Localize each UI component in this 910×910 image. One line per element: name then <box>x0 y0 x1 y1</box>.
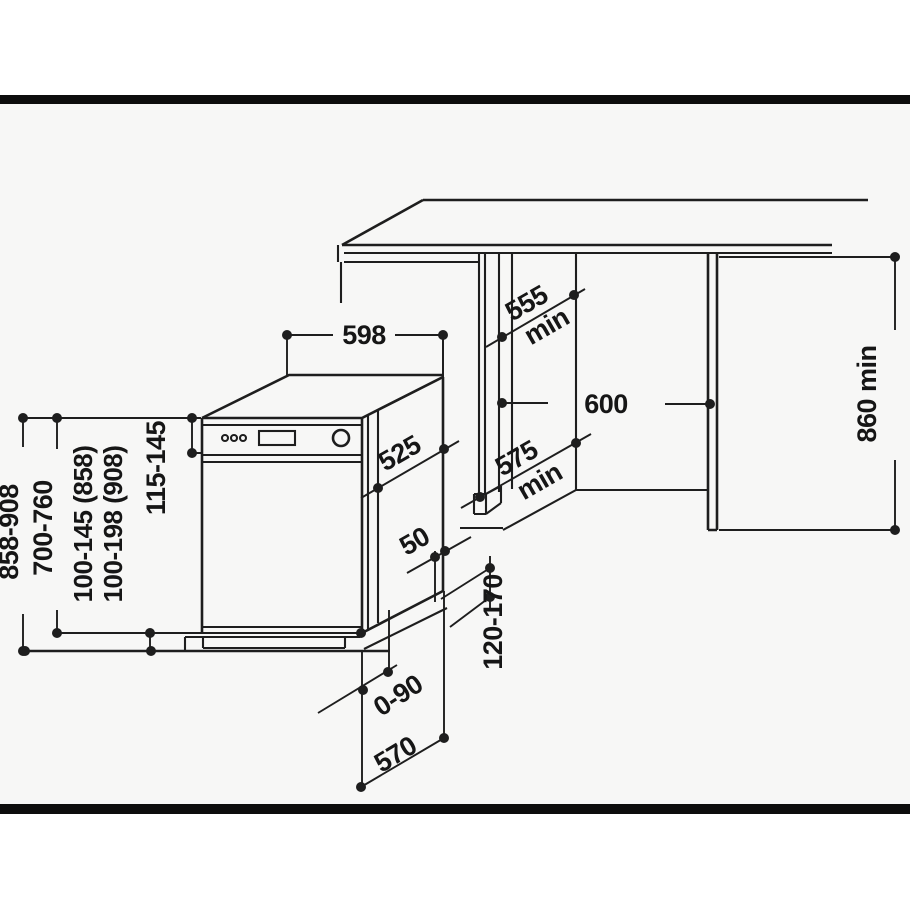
dishwasher-bottom-side-edge <box>361 589 444 635</box>
dimension-858-908: 858-908 <box>0 413 28 656</box>
niche-floor-edge <box>460 489 577 531</box>
dim-700-760-label: 700-760 <box>28 480 58 576</box>
dimension-plinth-height: 100-145 (858) 100-198 (908) <box>20 446 366 656</box>
countertop <box>336 198 868 303</box>
dim-858-908-label: 858-908 <box>0 484 24 580</box>
top-border-bar <box>0 95 910 104</box>
dimension-700-760: 700-760 <box>28 413 362 638</box>
dishwasher-top-back-edges <box>201 373 443 420</box>
right-side-panel <box>706 253 719 532</box>
dim-860-min-label: 860 min <box>852 345 882 442</box>
selector-knob-icon <box>331 428 351 448</box>
dimension-115-145: 115-145 <box>23 413 202 515</box>
program-button-icon <box>220 433 230 443</box>
dimension-598: 598 <box>282 320 448 377</box>
dim-600-label: 600 <box>584 389 628 419</box>
right-panel-lines <box>706 253 719 532</box>
divider-panel-lines <box>477 253 514 494</box>
plinth-side-edge <box>363 607 448 650</box>
dim-598-label: 598 <box>342 320 386 350</box>
dimension-600: 600 <box>497 389 715 419</box>
control-panel-bottom-lines <box>202 453 362 464</box>
dim-115-145-label: 115-145 <box>141 420 171 515</box>
display-window <box>257 429 297 447</box>
control-panel <box>220 428 351 448</box>
drawing-background <box>0 104 910 804</box>
dim-120-170-label: 120-170 <box>478 574 508 670</box>
countertop-left-end <box>336 245 343 303</box>
dishwasher-side-front-edges <box>366 376 444 630</box>
bottom-border-bar <box>0 804 910 814</box>
countertop-corner-edge <box>341 198 424 247</box>
program-button-icon <box>238 433 248 443</box>
program-button-icon <box>229 433 239 443</box>
plinth-lines <box>183 635 360 651</box>
plinth <box>183 607 448 651</box>
dim-100-145-858-label: 100-145 (858) <box>68 446 98 603</box>
dimension-120-170: 120-170 <box>440 556 508 670</box>
dimension-860-min: 860 min <box>719 252 900 535</box>
dim-100-198-908-label: 100-198 (908) <box>98 446 128 603</box>
